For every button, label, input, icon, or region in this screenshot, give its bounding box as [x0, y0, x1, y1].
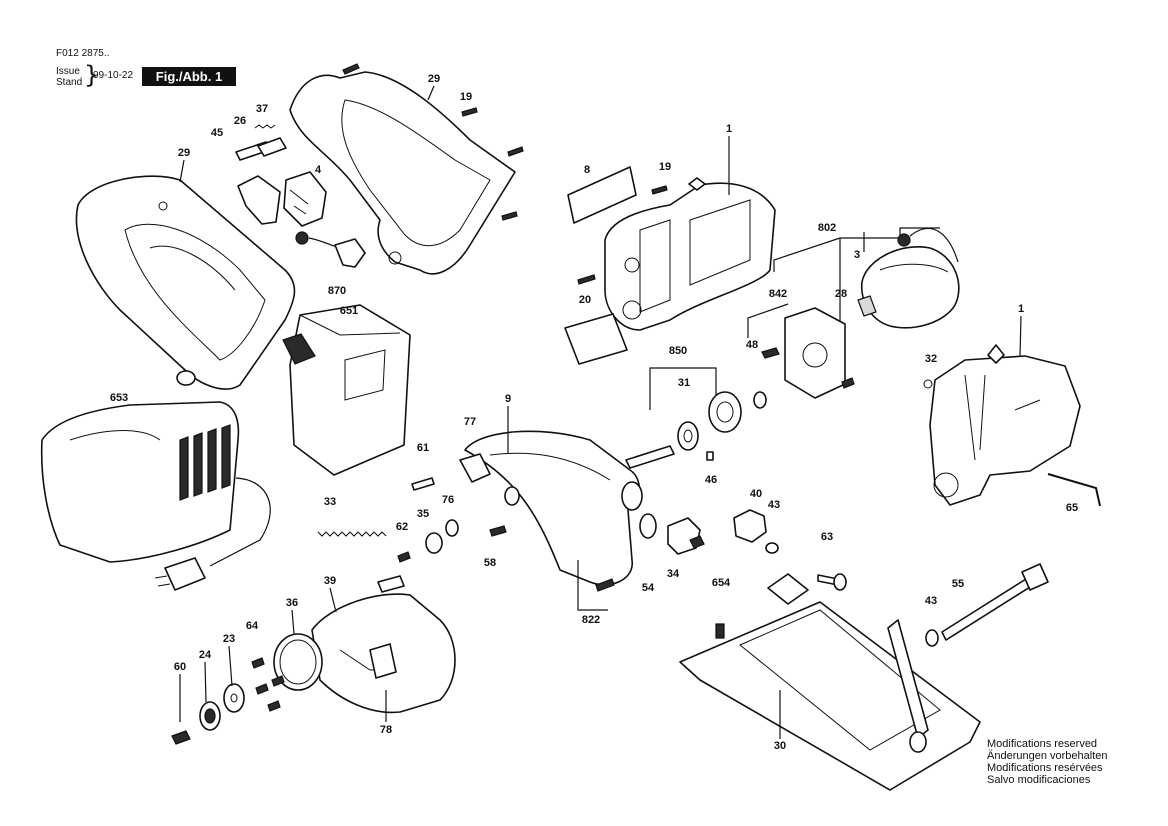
callout-3: 3 [853, 249, 861, 261]
callout-76: 76 [441, 494, 455, 506]
allen-key [1047, 473, 1101, 507]
callout-802: 802 [817, 222, 837, 234]
callout-55: 55 [951, 578, 965, 590]
callout-29-left: 29 [177, 147, 191, 159]
callout-653: 653 [109, 392, 129, 404]
upper-blade-guard [411, 430, 643, 586]
gear-assembly [625, 347, 780, 469]
callout-34: 34 [666, 568, 680, 580]
callout-46: 46 [704, 474, 718, 486]
callout-60: 60 [173, 661, 187, 673]
callout-30: 30 [773, 740, 787, 752]
callout-822: 822 [581, 614, 601, 626]
issue-label: Issue [56, 66, 80, 77]
callout-65: 65 [1065, 502, 1079, 514]
callout-654: 654 [711, 577, 731, 589]
callout-651: 651 [339, 305, 359, 317]
note-line-1: Modifications reserved [987, 738, 1098, 750]
callout-63: 63 [820, 531, 834, 543]
callout-78: 78 [379, 724, 393, 736]
callout-61: 61 [416, 442, 430, 454]
callout-870: 870 [327, 285, 347, 297]
motor [857, 227, 960, 329]
document-number: F012 2875.. [56, 48, 110, 59]
callout-4: 4 [314, 164, 322, 176]
label-plate-8 [567, 166, 637, 224]
callout-62: 62 [395, 521, 409, 533]
lower-blade-guard [311, 575, 456, 714]
callout-1-right: 1 [1017, 303, 1025, 315]
screw-19-mid [651, 185, 668, 195]
part-34 [667, 517, 705, 555]
retract-spring-parts [317, 519, 507, 563]
callout-36: 36 [285, 597, 299, 609]
callout-43-top: 43 [767, 499, 781, 511]
callout-64: 64 [245, 620, 259, 632]
motor-housing-right [923, 344, 1081, 506]
brace-glyph: } [84, 61, 100, 89]
callout-43-right: 43 [924, 595, 938, 607]
note-line-2: Änderungen vorbehalten [987, 750, 1108, 762]
battery-pack [282, 304, 411, 476]
callout-39: 39 [323, 575, 337, 587]
callout-33: 33 [323, 496, 337, 508]
o-ring-54 [639, 513, 657, 539]
callout-29-top: 29 [427, 73, 441, 85]
issue-date: 99-10-22 [93, 70, 134, 81]
callout-26: 26 [233, 115, 247, 127]
blade-fasteners [171, 657, 285, 745]
callout-19-mid: 19 [658, 161, 672, 173]
callout-842: 842 [768, 288, 788, 300]
callout-35: 35 [416, 508, 430, 520]
callout-58: 58 [483, 557, 497, 569]
note-line-3: Modifications resérvées [987, 762, 1103, 774]
motor-housing-top [604, 177, 776, 331]
callout-54: 54 [641, 582, 655, 594]
callout-37: 37 [255, 103, 269, 115]
wire-leads [295, 231, 366, 268]
callout-45: 45 [210, 127, 224, 139]
callout-28: 28 [834, 288, 848, 300]
figure-label: Fig./Abb. 1 [142, 67, 236, 86]
callout-19-top: 19 [459, 91, 473, 103]
screw-left-housing [577, 274, 596, 285]
bevel-bolt-55 [925, 563, 1049, 647]
callout-40: 40 [749, 488, 763, 500]
callout-31: 31 [677, 377, 691, 389]
callout-850: 850 [668, 345, 688, 357]
callout-20: 20 [578, 294, 592, 306]
note-line-4: Salvo modificaciones [987, 774, 1091, 786]
callout-48: 48 [745, 339, 759, 351]
callout-23: 23 [222, 633, 236, 645]
callout-8: 8 [583, 164, 591, 176]
stand-label: Stand [56, 77, 83, 88]
callout-1-top: 1 [725, 123, 733, 135]
callout-32: 32 [924, 353, 938, 365]
charger [40, 401, 271, 591]
callout-24: 24 [198, 649, 212, 661]
brush-plate [784, 307, 855, 399]
modification-notes: Modifications reserved Änderungen vorbeh… [987, 738, 1107, 786]
callout-9: 9 [504, 393, 512, 405]
callout-77: 77 [463, 416, 477, 428]
